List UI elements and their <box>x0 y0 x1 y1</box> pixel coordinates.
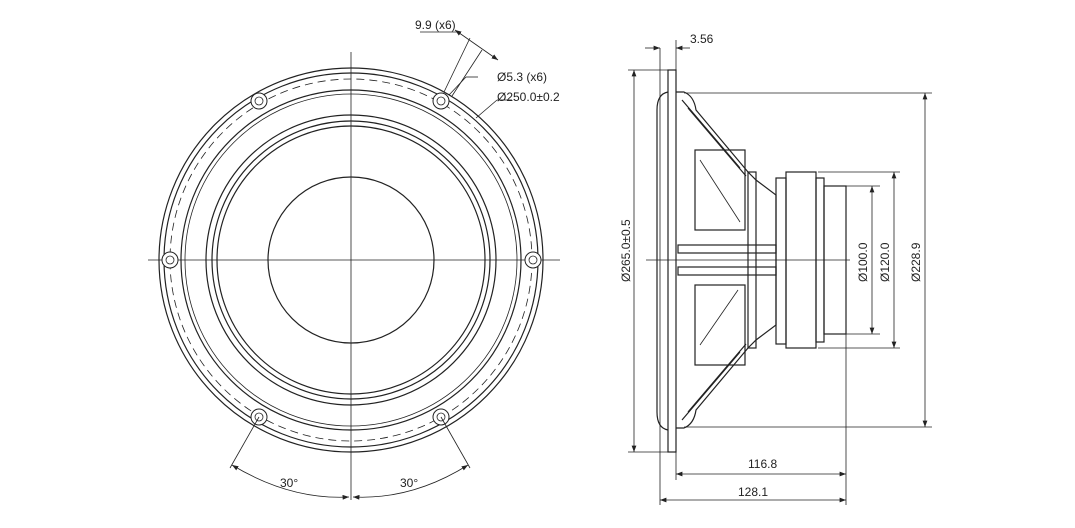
magnet-inner-label: Ø100.0 <box>856 242 870 282</box>
bolt-circle-label: Ø250.0±0.2 <box>497 90 560 104</box>
depth-total-label: 128.1 <box>738 485 768 499</box>
basket-diameter-label: Ø228.9 <box>909 242 923 282</box>
mounting-hole-icon <box>250 92 268 110</box>
angle-left-label: 30° <box>280 476 298 490</box>
hole-diameter-label: Ø5.3 (x6) <box>497 70 547 84</box>
hole-spacing-label: 9.9 (x6) <box>415 18 456 32</box>
angle-right-label: 30° <box>400 476 418 490</box>
outer-diameter-label: Ø265.0±0.5 <box>619 219 633 282</box>
mounting-holes <box>161 92 542 426</box>
mounting-hole-icon <box>432 92 450 110</box>
side-view: 3.56 Ø265.0±0.5 Ø100.0 Ø120.0 Ø228.9 116… <box>619 32 932 505</box>
flange-thickness-label: 3.56 <box>690 32 714 46</box>
front-view: 9.9 (x6) Ø5.3 (x6) Ø250.0±0.2 30° 30° <box>148 18 560 500</box>
mounting-hole-icon <box>524 251 542 269</box>
mounting-hole-icon <box>161 251 179 269</box>
magnet-outer-label: Ø120.0 <box>878 242 892 282</box>
depth-inner-label: 116.8 <box>748 457 777 471</box>
